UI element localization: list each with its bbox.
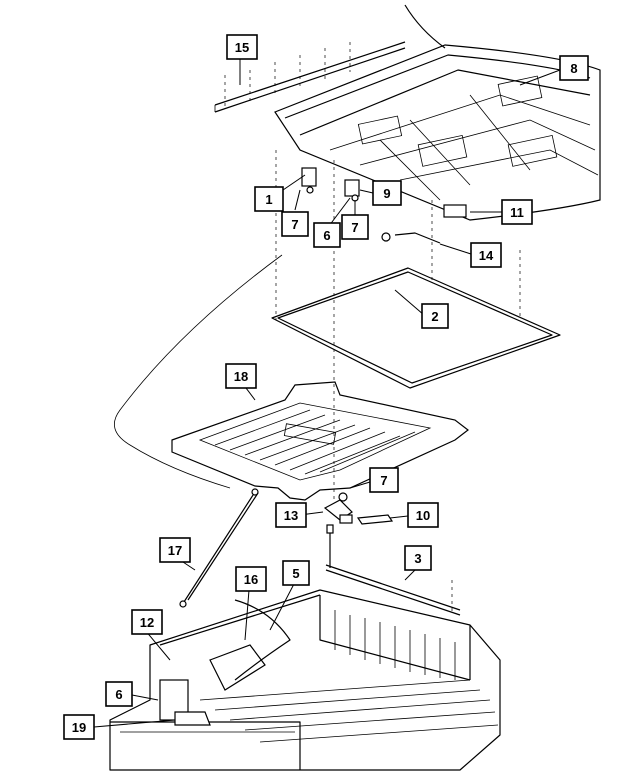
callout-12-label: 12: [140, 615, 154, 630]
callout-13-label: 13: [284, 508, 298, 523]
callout-9-label: 9: [383, 186, 390, 201]
callout-6-upper: 6: [313, 222, 341, 248]
seal-clip: [356, 514, 394, 525]
callout-9: 9: [372, 180, 402, 206]
callout-7-right-label: 7: [351, 220, 358, 235]
alignment-lines: [113, 42, 521, 612]
callout-11-label: 11: [510, 205, 524, 220]
tonneau-cover-assembly: [274, 4, 601, 244]
callout-15: 15: [226, 34, 258, 60]
callout-19: 19: [63, 714, 95, 740]
callout-19-label: 19: [72, 720, 86, 735]
callout-7-mid-label: 7: [380, 473, 387, 488]
support-cable: [234, 599, 291, 681]
truck-bed: [109, 589, 501, 771]
callout-7-left: 7: [281, 211, 309, 237]
callout-3-label: 3: [414, 551, 421, 566]
callout-13: 13: [275, 502, 307, 528]
callout-14: 14: [470, 242, 502, 268]
cable-clip: [394, 232, 441, 244]
bed-seal-frame: [271, 267, 561, 389]
callout-6-lower: 6: [105, 681, 133, 707]
callout-15-label: 15: [235, 40, 249, 55]
callout-5-label: 5: [292, 566, 299, 581]
seal-strip: [214, 41, 406, 113]
callout-18: 18: [225, 363, 257, 389]
callout-2-label: 2: [431, 309, 438, 324]
callout-6-lower-label: 6: [115, 687, 122, 702]
hinge-plate: [209, 644, 266, 691]
bed-mat: [171, 381, 469, 501]
callout-7-left-label: 7: [291, 217, 298, 232]
bolt: [326, 524, 334, 568]
callout-5: 5: [282, 560, 310, 586]
callout-18-label: 18: [234, 369, 248, 384]
callout-8-label: 8: [570, 61, 577, 76]
callout-17-label: 17: [168, 543, 182, 558]
callout-14-label: 14: [479, 248, 494, 263]
callout-10: 10: [407, 502, 439, 528]
callout-1-label: 1: [265, 192, 272, 207]
callout-7-mid: 7: [369, 467, 399, 493]
callout-16: 16: [235, 566, 267, 592]
hinge-bracket-left: [301, 167, 317, 187]
hinge-bracket-center: [344, 179, 360, 197]
callout-11: 11: [501, 199, 533, 225]
callout-10-label: 10: [416, 508, 430, 523]
callout-12: 12: [131, 609, 163, 635]
callout-7-right: 7: [341, 214, 369, 240]
callout-17: 17: [159, 537, 191, 563]
side-seal: [325, 564, 461, 616]
callout-6-upper-label: 6: [323, 228, 330, 243]
latch-striker: [323, 492, 353, 524]
callout-1: 1: [254, 186, 284, 212]
callout-16-label: 16: [244, 572, 258, 587]
callout-2: 2: [421, 303, 449, 329]
gas-strut: [179, 488, 259, 608]
latch-bracket: [443, 204, 467, 218]
tailgate-bracket: [174, 711, 211, 726]
callout-8: 8: [559, 55, 589, 81]
callout-3: 3: [404, 545, 432, 571]
